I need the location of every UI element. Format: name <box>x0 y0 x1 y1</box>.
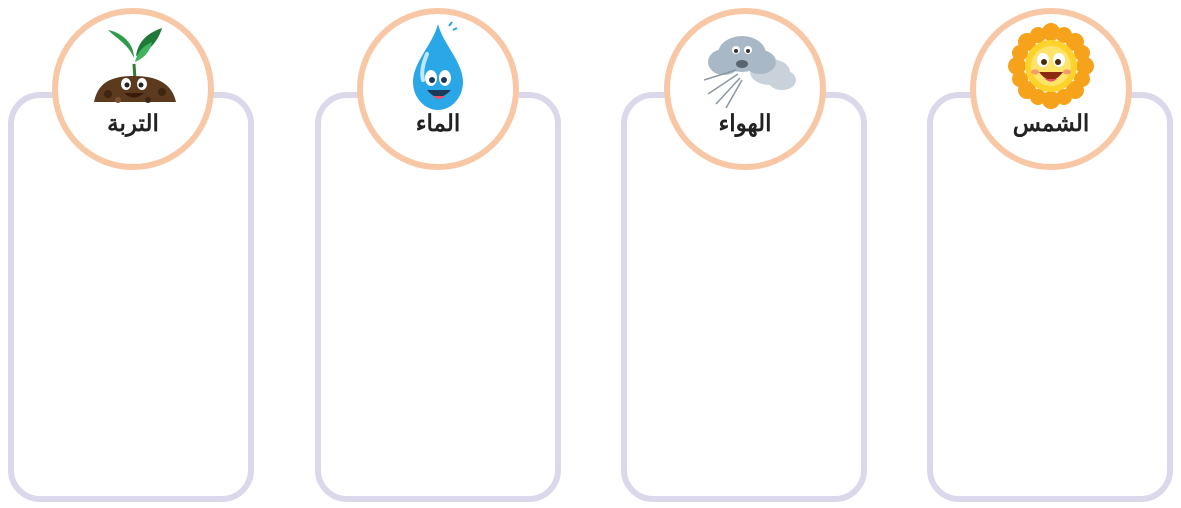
label-soil: التربة <box>107 110 159 137</box>
label-sun: الشمس <box>1012 110 1090 137</box>
badge-sun: الشمس <box>970 8 1132 170</box>
badge-air: الهواء <box>664 8 826 170</box>
badge-soil: التربة <box>52 8 214 170</box>
soil-sprout-icon <box>94 28 176 103</box>
label-air: الهواء <box>718 110 772 137</box>
water-drop-icon <box>413 21 463 110</box>
sun-icon <box>1008 23 1094 109</box>
badge-water: الماء <box>357 8 519 170</box>
label-water: الماء <box>415 110 461 137</box>
wind-cloud-icon <box>703 36 796 109</box>
